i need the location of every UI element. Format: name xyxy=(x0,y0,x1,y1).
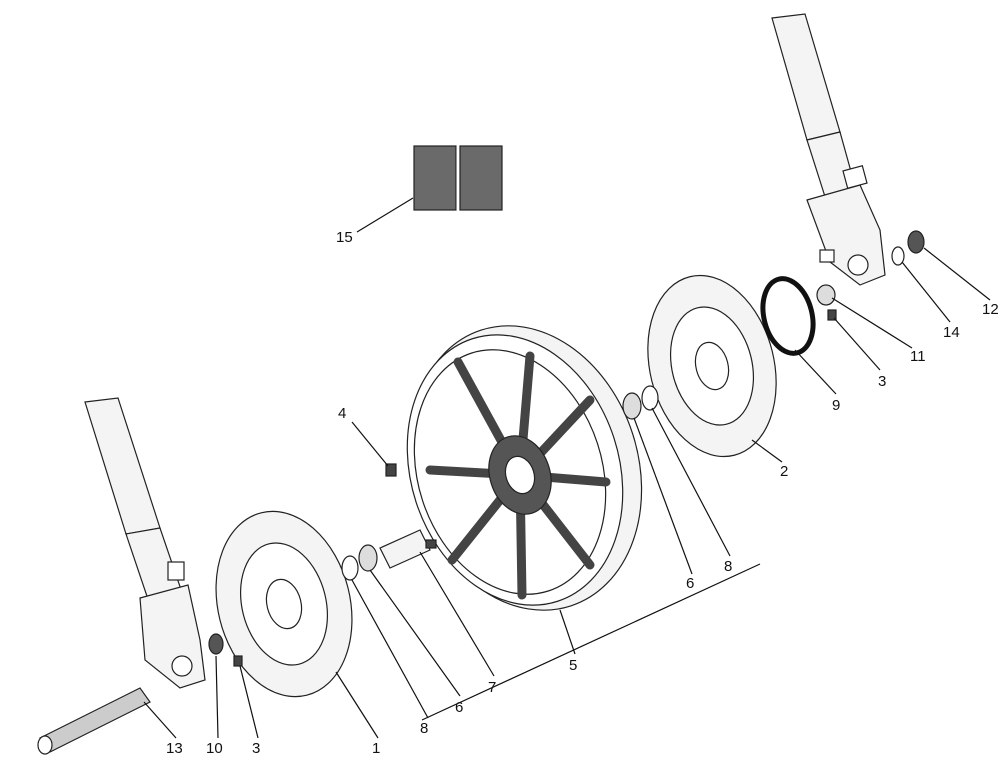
bearings-spacers xyxy=(208,230,925,655)
right-fork-leg xyxy=(771,13,886,286)
callout-3-lower: 3 xyxy=(252,740,260,757)
callout-6-lower: 6 xyxy=(455,699,463,716)
leader-lines xyxy=(143,197,991,739)
brake-pads xyxy=(413,145,503,211)
callout-7: 7 xyxy=(488,679,496,696)
callout-6-upper: 6 xyxy=(686,575,694,592)
screws xyxy=(233,309,837,667)
callout-5: 5 xyxy=(569,657,577,674)
callout-4: 4 xyxy=(338,405,346,422)
callout-2: 2 xyxy=(780,463,788,480)
callout-8-lower: 8 xyxy=(420,720,428,737)
callout-15: 15 xyxy=(336,229,353,246)
group-line xyxy=(421,563,761,721)
left-fork-leg xyxy=(84,397,206,689)
callout-8-upper: 8 xyxy=(724,558,732,575)
callout-13: 13 xyxy=(166,740,183,757)
callout-14: 14 xyxy=(943,324,960,341)
callout-9: 9 xyxy=(832,397,840,414)
callout-12: 12 xyxy=(982,301,999,318)
front-wheel xyxy=(406,325,643,611)
callout-1: 1 xyxy=(372,740,380,757)
left-brake-disc xyxy=(215,510,353,698)
callout-11: 11 xyxy=(910,348,926,365)
axle xyxy=(37,687,151,755)
right-brake-disc xyxy=(647,274,777,458)
callout-3-upper: 3 xyxy=(878,373,886,390)
callout-10: 10 xyxy=(206,740,223,757)
